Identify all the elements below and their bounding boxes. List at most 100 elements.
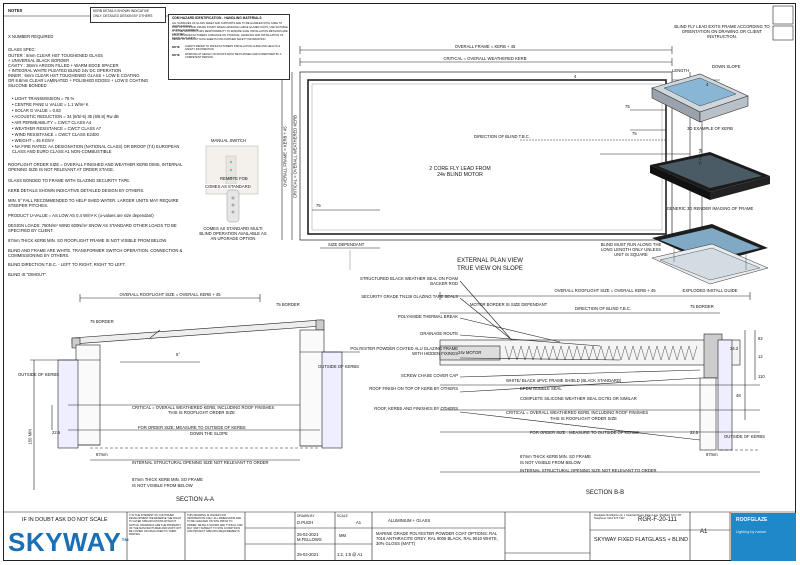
note-paragraph: MIN. 5° FALL RECOMMENDED TO HELP SHED WA… [8,198,179,209]
glass-spec-line: CAVITY : 36mm ARGON FILLED + WARM EDGE S… [8,63,119,68]
plan-glass [311,83,663,231]
section-b-dim-110: 110 [758,374,765,379]
units: MM [339,533,346,538]
plan-exit-note: BLIND FLY LEAD EXITS FRAME ACCORDING TO … [674,24,770,40]
section-a-border-right: 75 BORDER [276,302,300,307]
render-caption: GENERIC 3D RENDER IMAGING OF FRAME [666,206,754,211]
render-kerb-3d [651,73,749,123]
section-b-border-right: 75 BORDER [690,304,714,309]
section-a-kerb-min-2: IS NOT VISIBLE FROM BELOW [132,483,193,488]
render-exploded [651,224,769,285]
plan-outer-kerb [299,71,673,241]
drawing-sheet [3,3,796,561]
property-item: • SOLAR G VALUE = 0.63 [12,108,61,113]
plan-fly-lead-1: 2 CORE FLY LEAD FROM [429,166,491,172]
callout-weather-seal: STRUCTURED BLACK WEATHER SEAL ON FOAM BA… [360,276,458,287]
section-a-critical-1: CRITICAL = OVERALL WEATHERED KERB, INCLU… [132,405,275,410]
section-a-border-left: 75 BORDER [90,319,114,324]
property-item: • AIR PERMEABILITY = CWCT CLASS A4 [12,120,92,125]
sheet-icon [772,25,794,41]
drawing-number: RGR-F-20-111 [638,517,677,523]
material: ALUMINIUM + GLASS [388,518,431,523]
plan-dim: 75 [625,104,630,109]
section-b-kerb-min-2: IS NOT VISIBLE FROM BELOW [520,460,581,465]
callout-cover-cap: SCREW CHASE COVER CAP [400,373,458,378]
section-b-motor: MOTOR BORDER IS SIZE DEPENDANT [470,302,548,307]
manual-switch-caption: COMES AS STANDARD [205,184,251,190]
section-b-dim-34: 34.2 [730,346,739,351]
section-b-order: FOR ORDER SIZE : MEASURE TO OUTSIDE OF K… [530,430,639,435]
glass-spec-line: SILICONE BONDED [8,83,47,88]
plan-blind-note: BLIND MUST RUN ALONG THE LONG LENGTH ONL… [600,242,662,258]
note-paragraph: BLIND DIRECTION T.B.C. - LEFT TO RIGHT, … [8,262,126,267]
plan-dim: 4 [706,82,709,87]
cdm-line: FOLLOW MANUFACTURERS GUIDANCE ON STORAGE… [172,34,284,41]
plan-critical-kerb-vertical: CRITICAL = OVERALL WEATHERED KERB [292,115,298,199]
plan-critical-kerb: CRITICAL = OVERALL WEATHERED KERB [443,56,527,61]
glass-spec-line: OUTER : 6mm CLEAR HST TOUGHENED GLASS [8,53,103,58]
remote-fob-label: REMOTE FOB [220,176,248,181]
plan-dim: 75 [632,131,637,136]
callout-glazing-tape: SECURITY GRADE TN136 GLAZING TAPE SEALS [361,294,458,299]
section-b-overall: OVERALL ROOFLIGHT SIZE = OVERALL KERB + … [554,288,656,293]
pleated-blind [504,345,698,361]
render-caption: 3D EXAMPLE OF KERB [687,126,733,131]
callout-roof-kerbs: ROOF, KERBS AND FINISHES BY OTHERS [374,406,458,411]
disclaimer-note: THIS DRAWING IS ISSUED FOR INFORMATION O… [187,514,243,534]
render-caption: EXPLODED INSTALL GUIDE [682,288,738,293]
section-b-silicone: COMPLETE SILICONE WEATHER SEAL DC791 OR … [520,396,637,401]
kerb-box-line-1: KERB DETAILS SHOWN INDICATIVE [93,9,150,13]
notes-heading: NOTES [8,8,23,13]
drawn-by-label: DRAWN BY [297,514,315,518]
note-paragraph: GLASS BONDED TO FRAME WITH GLAZING SECUR… [8,178,131,183]
note-paragraph: 87mm THICK KERB MIN. SO ROOFLIGHT FRAME … [8,238,168,243]
section-b-title: SECTION B-B [585,490,625,496]
drawn-date: 25-02-2021 [297,532,319,537]
section-a-internal: INTERNAL STRUCTURAL OPENING SIZE NOT REL… [132,460,269,465]
plan-dim: 4 [574,74,577,79]
section-b-critical-1: CRITICAL = OVERALL WEATHERED KERB, INCLU… [506,410,649,415]
callout-thermal-break: POLYAMIDE THERMAL BREAK [397,314,458,319]
property-item: • CENTRE PANE U VALUE = 1.1 W/m² K [12,102,89,107]
company-address: Roofglaze Rooflights Ltd, 1 Clearwell Ro… [594,514,682,521]
cdm-hazard-box: CDM HAZARD IDENTIFICATION - HANDLING MAT… [168,14,290,80]
callout-drainage: DRAINAGE ROUTE [420,331,458,336]
plan-dim: 75 [316,203,321,208]
section-a-order-1: FOR ORDER SIZE: MEASURE TO OUTSIDE OF KE… [138,425,246,430]
section-b-frame-shield: WHITE/ BLACK uPVC FRAME SHIELD (BLACK ST… [506,378,622,383]
section-a-dim-87: 87mm [96,452,108,457]
sheet-size: A1 [700,529,708,535]
drawing-title: SKYWAY FIXED FLATGLASS + BLIND [594,537,689,543]
section-a-title: SECTION A-A [175,497,214,503]
cdm-note-label: NOTE [172,45,180,49]
finish-spec: MARINE GRADE POLYESTER POWDER COAT OPTIO… [376,531,498,547]
cdm-title: CDM HAZARD IDENTIFICATION - HANDLING MAT… [172,16,262,20]
render-frame-3d [650,152,770,200]
section-a-overall: OVERALL ROOFLIGHT SIZE = OVERALL KERB + … [119,292,221,297]
scale-label: SCALE [337,514,348,518]
revision: A1 [356,520,362,525]
plan-overall-frame-vertical: OVERALL FRAME = KERB + 45 [282,126,288,187]
manual-switch-label: MANUAL SWITCH [211,138,246,143]
note-paragraph: BLIND IS "DIMOUT". [8,272,48,277]
cdm-line: ALL SURFACES OF GLASS SHEET AND SUPPORTS… [172,22,283,29]
remote-fob-caption: COMES AS STANDARD MULTI BLIND OPERATION … [199,226,267,242]
section-b-epdm: EPDM BUBBLE SEAL [520,386,562,391]
section-b-internal: INTERNAL STRUCTURAL OPENING SIZE NOT REL… [520,468,657,473]
roofglaze-logo: ROOFGLAZE [736,517,768,523]
note-paragraph: ROOFLIGHT ORDER SIZE = OVERALL FINISHED … [8,162,183,173]
do-not-scale: IF IN DOUBT ASK DO NOT SCALE [22,517,108,523]
section-a-outside-kerb-left: OUTSIDE OF KERBS [18,372,59,377]
glass-spec-line: INNER : 6mm CLEAR HST TOUGHENED GLASS + … [8,73,140,78]
cdm-line: REFER TO PRODUCT DATA SHEETS FOR FURTHER… [172,38,266,41]
property-item: • WEATHER RESISTANCE = CWCT CLASS A7 [12,126,102,131]
drawn-by: D.PUGH [297,520,314,525]
property-item: • LIGHT TRANSMISSION = 78 % [12,96,75,101]
plan-blind-direction: DIRECTION OF BLIND T.B.C. [474,134,530,139]
section-a-critical-2: THIS IS ROOFLIGHT ORDER SIZE [168,410,235,415]
section-b-dim-22: 22.5 [690,430,699,435]
property-item: • NA FIRE RATED: AA DESIGNATION (NATIONA… [12,144,180,155]
scale: 1:2, 1:5 @ A1 [337,552,363,557]
callout-glazing-frame: POLYESTER POWDER COATED ALU GLAZING FRAM… [350,346,458,357]
skyway-logo: SKYWAY™ [8,527,130,557]
